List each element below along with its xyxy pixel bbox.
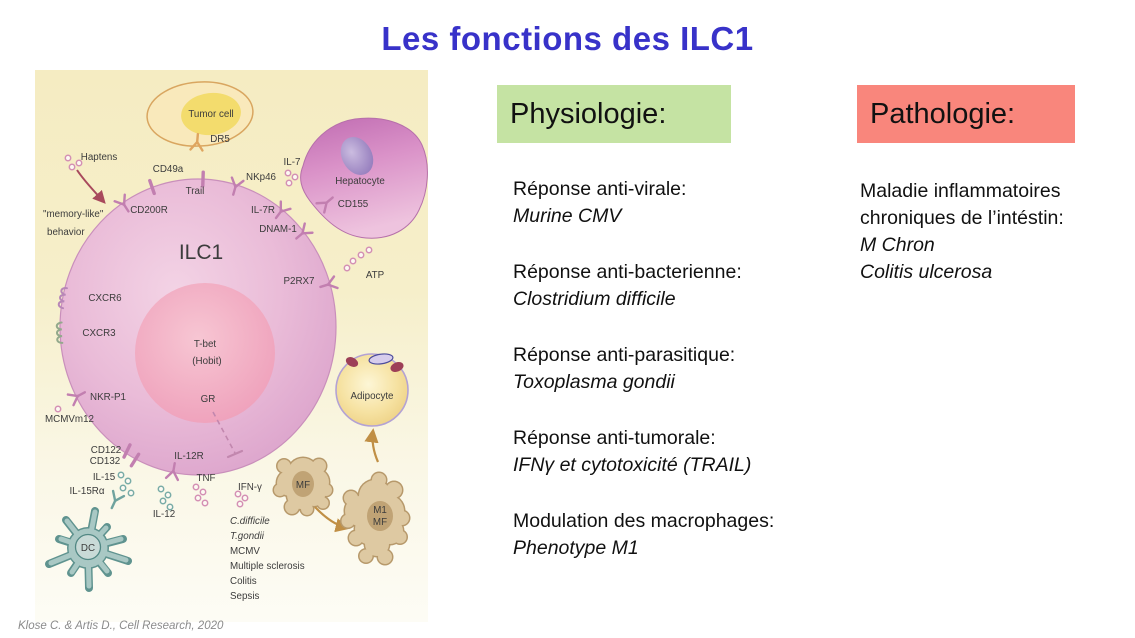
m1-label: M1 — [373, 505, 387, 516]
physiologie-item-label: Réponse anti-parasitique: — [513, 344, 736, 366]
physiologie-item-label: Réponse anti-bacterienne: — [513, 261, 742, 283]
stimuli-item-1: T.gondii — [230, 531, 265, 542]
physiologie-item-label: Modulation des macrophages: — [513, 510, 775, 532]
nkp46-label: NKp46 — [246, 172, 277, 183]
mf-cell: MF — [272, 456, 334, 517]
haptens-particles — [64, 154, 83, 171]
il7r-label: IL-7R — [251, 205, 275, 216]
adipocyte: Adipocyte — [335, 353, 409, 427]
pathologie-disease: M Chron — [860, 234, 935, 256]
stimuli-item-3: Multiple sclerosis — [230, 561, 305, 572]
tnf-particles — [192, 483, 209, 507]
mf-label: MF — [296, 480, 310, 491]
p2rx7-label: P2RX7 — [283, 276, 314, 287]
physiologie-item-label: Réponse anti-tumorale: — [513, 427, 716, 449]
tnf-label: TNF — [196, 473, 215, 484]
physiologie-item-detail: Murine CMV — [513, 205, 622, 227]
dnam1-label: DNAM-1 — [259, 224, 297, 235]
stimuli-item-0: C.difficile — [230, 516, 270, 527]
cell-diagram-panel: Tumor cell DR5 Haptens "memory-like" beh… — [35, 70, 428, 622]
trail-receptor — [201, 170, 205, 188]
cd132-label: CD132 — [90, 456, 121, 467]
hobit-label: (Hobit) — [192, 356, 221, 367]
tbet-label: T-bet — [194, 339, 217, 350]
hepatocyte-nucleus — [340, 136, 374, 176]
mcmvm12-particle — [54, 405, 62, 413]
stimuli-item-4: Colitis — [230, 576, 257, 587]
cd122-label: CD122 — [91, 445, 122, 456]
page-title: Les fonctions des ILC1 — [381, 20, 754, 57]
citation: Klose C. & Artis D., Cell Research, 2020 — [18, 620, 224, 632]
haptens-arrow — [76, 169, 106, 204]
physiologie-item: Réponse anti-bacterienne: Clostridium di… — [513, 259, 873, 313]
physiologie-header: Physiologie: — [510, 97, 667, 130]
cd49a-label: CD49a — [153, 164, 184, 175]
pathologie-disease: Colitis ulcerosa — [860, 261, 993, 283]
il15ra-label: IL-15Rα — [69, 486, 104, 497]
tumor-cell: Tumor cell DR5 — [146, 81, 254, 152]
memory-like-label: "memory-like" — [43, 209, 104, 220]
ifng-particles — [234, 490, 249, 508]
hepatocyte-label: Hepatocyte — [335, 176, 385, 187]
il12-label: IL-12 — [153, 509, 175, 520]
physiologie-item-detail: Toxoplasma gondii — [513, 371, 675, 393]
gr-inhibition-line — [212, 411, 244, 459]
il7-label: IL-7 — [284, 157, 301, 168]
pathologie-text: Maladie inflammatoires chroniques de l’i… — [860, 178, 1130, 286]
il7-particles — [284, 169, 299, 187]
gr-label: GR — [201, 394, 216, 405]
physiologie-item-detail: Phenotype M1 — [513, 537, 639, 559]
adipocyte-label: Adipocyte — [350, 391, 394, 402]
m1-mf-label: MF — [373, 517, 387, 528]
trail-label: Trail — [186, 186, 205, 197]
behavior-label: behavior — [47, 227, 85, 238]
haptens-label: Haptens — [81, 152, 118, 163]
physiologie-item-detail: Clostridium difficile — [513, 288, 676, 310]
m1-to-adipocyte-arrow — [364, 428, 380, 463]
il15ra-receptor — [105, 489, 126, 512]
ifng-label: IFN-γ — [238, 482, 262, 493]
cd200r-label: CD200R — [130, 205, 168, 216]
physiologie-item: Réponse anti-parasitique: Toxoplasma gon… — [513, 342, 873, 396]
m1-nucleus — [367, 501, 393, 531]
ilc1-nucleus — [135, 283, 275, 423]
physiologie-item: Réponse anti-virale: Murine CMV — [513, 176, 873, 230]
stimuli-list: C.difficile T.gondii MCMV Multiple scler… — [230, 516, 305, 602]
physiologie-item-label: Réponse anti-virale: — [513, 178, 687, 200]
ilc1-cell: ILC1 T-bet (Hobit) GR — [59, 178, 337, 476]
stimuli-item-2: MCMV — [230, 546, 260, 557]
mf-nucleus — [292, 471, 314, 497]
cd155-label: CD155 — [338, 199, 369, 210]
hepatocyte: Hepatocyte CD155 — [300, 117, 428, 239]
stimuli-item-5: Sepsis — [230, 591, 260, 602]
pathologie-header-box: Pathologie: — [857, 85, 1075, 143]
tumor-cell-label: Tumor cell — [188, 109, 233, 120]
cell-diagram: Tumor cell DR5 Haptens "memory-like" beh… — [43, 81, 428, 602]
pathologie-intro-line: Maladie inflammatoires — [860, 180, 1061, 202]
il12-particles — [157, 485, 174, 511]
adipocyte-nucleus — [368, 353, 394, 365]
ilc1-label: ILC1 — [179, 241, 223, 264]
atp-label: ATP — [366, 270, 385, 281]
pathologie-intro-line: chroniques de l’intéstin: — [860, 207, 1064, 229]
mcmvm12-label: MCMVm12 — [45, 414, 94, 425]
cxcr3-label: CXCR3 — [82, 328, 116, 339]
il15-label: IL-15 — [93, 472, 116, 483]
physiologie-item: Réponse anti-tumorale: IFNγ et cytotoxic… — [513, 425, 873, 479]
dr5-label: DR5 — [210, 134, 230, 145]
m1-cell: M1 MF — [340, 471, 411, 566]
il15-particles — [117, 471, 135, 497]
physiologie-header-box: Physiologie: — [497, 85, 731, 143]
dc-nucleus — [74, 533, 102, 561]
dc-label: DC — [81, 543, 95, 554]
atp-particles — [343, 246, 373, 272]
physiologie-item-detail: IFNγ et cytotoxicité (TRAIL) — [513, 454, 752, 476]
physiologie-item: Modulation des macrophages: Phenotype M1 — [513, 508, 873, 562]
pathologie-header: Pathologie: — [870, 97, 1016, 130]
cxcr6-label: CXCR6 — [88, 293, 122, 304]
physiologie-list: Réponse anti-virale: Murine CMV Réponse … — [513, 176, 873, 591]
dc-cell: DC — [45, 507, 132, 592]
nkrp1-label: NKR-P1 — [90, 392, 126, 403]
il12r-label: IL-12R — [174, 451, 203, 462]
